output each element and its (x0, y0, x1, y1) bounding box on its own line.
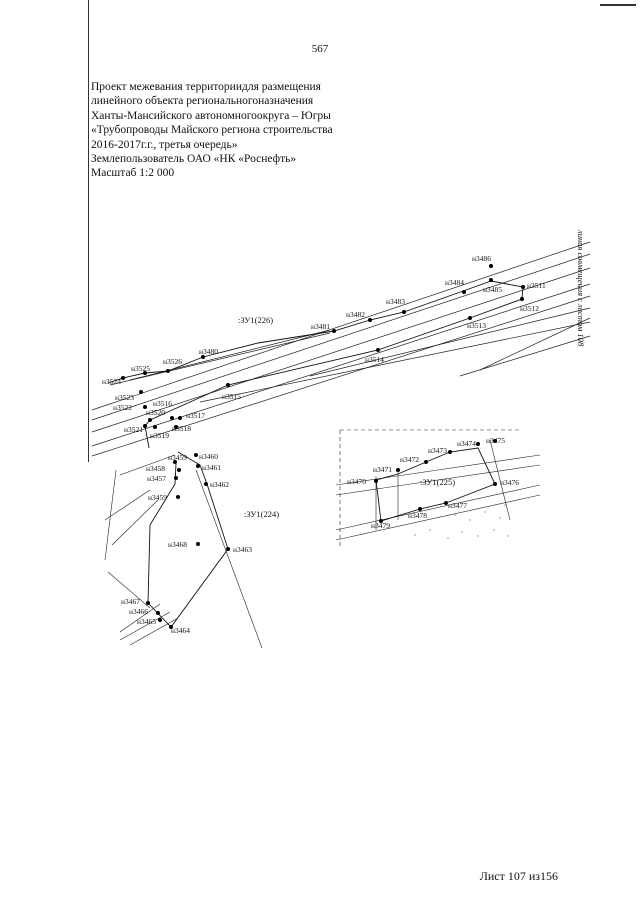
point-label: н3514 (365, 355, 384, 364)
point-label: н3517 (186, 411, 205, 420)
title-line-3: Ханты-Мансийского автономногоокруга – Юг… (91, 109, 331, 122)
point-label: н3471 (373, 465, 392, 474)
binding-line (88, 0, 89, 462)
point-label: н3457 (147, 474, 166, 483)
title-line-1: Проект межевания территориидля размещени… (91, 81, 321, 93)
point-label: н3525 (131, 364, 150, 373)
point-label: н3520 (146, 408, 165, 417)
detail-lines (335, 429, 541, 548)
top-right-mark (600, 4, 636, 6)
title-block: Проект межевания территориидля размещени… (91, 80, 391, 181)
point-label: н3466 (129, 607, 148, 616)
point-label: н3519 (150, 431, 169, 440)
secondary-lines (104, 454, 263, 649)
point-label: н3462 (210, 480, 229, 489)
point-label: н3523 (115, 393, 134, 402)
point-label: н3458 (146, 464, 165, 473)
corridor-lines (91, 241, 591, 457)
point-label: н3474 (457, 439, 476, 448)
point-label: н3468 (168, 540, 187, 549)
point-label: н3513 (467, 321, 486, 330)
point-label: н3521 (124, 425, 143, 434)
point-label: н3475 (486, 436, 505, 445)
point-label: н3464 (171, 626, 190, 635)
point-label: н3522 (113, 403, 132, 412)
title-line-2: линейного объекта региональногоназначени… (91, 95, 314, 108)
point-labels: н3486 н3484 н3485 н3511 н3512 н3483 н348… (102, 254, 546, 635)
point-label: н3485 (483, 285, 502, 294)
point-label: н3482 (346, 310, 365, 319)
point-label: н3516 (153, 399, 172, 408)
point-label: н3473 (428, 446, 447, 455)
land-user-line: Землепользователь ОАО «НК «Роснефть» (91, 153, 297, 166)
match-line-note: линия совмещения с листом 108 (576, 229, 586, 347)
hatch-dots (414, 504, 509, 539)
point-label: н3512 (520, 304, 539, 313)
point-label: н3483 (386, 297, 405, 306)
point-label: н3467 (121, 597, 140, 606)
title-line-4: «Трубопроводы Майского региона строитель… (91, 124, 333, 137)
point-label: н3461 (202, 463, 221, 472)
sheet-label: Лист 107 из156 (479, 869, 558, 883)
page-number: 567 (311, 43, 329, 55)
point-label: н3484 (445, 278, 464, 287)
point-label: н3518 (172, 424, 191, 433)
point-label: н3472 (400, 455, 419, 464)
title-line-5: 2016-2017г.г., третья очередь» (91, 138, 238, 151)
point-label: н3470 (347, 477, 366, 486)
point-label: н3486 (472, 254, 491, 263)
point-label: н3480 (199, 347, 218, 356)
parcel-225-boundary (375, 447, 496, 522)
point-label: н3515 (222, 392, 241, 401)
point-label: н3463 (233, 545, 252, 554)
scale-line: Масштаб 1:2 000 (91, 167, 175, 180)
point-label: н3459 (148, 493, 167, 502)
point-label: н3460 (199, 452, 218, 461)
point-label: н3481 (311, 322, 330, 331)
parcel-label-226: :ЗУ1(226) (238, 315, 273, 325)
point-label: н3526 (163, 357, 182, 366)
point-label: н3459 (168, 453, 187, 462)
point-label: н3478 (408, 511, 427, 520)
point-label: н3465 (137, 617, 156, 626)
point-label: н3524 (102, 377, 121, 386)
point-markers (121, 264, 525, 629)
parcel-label-225: :ЗУ1(225) (420, 477, 455, 487)
point-label: н3511 (527, 281, 546, 290)
point-label: н3477 (448, 501, 467, 510)
point-label: н3479 (371, 521, 390, 530)
parcel-label-224: :ЗУ1(224) (244, 509, 279, 519)
point-label: н3476 (500, 478, 519, 487)
